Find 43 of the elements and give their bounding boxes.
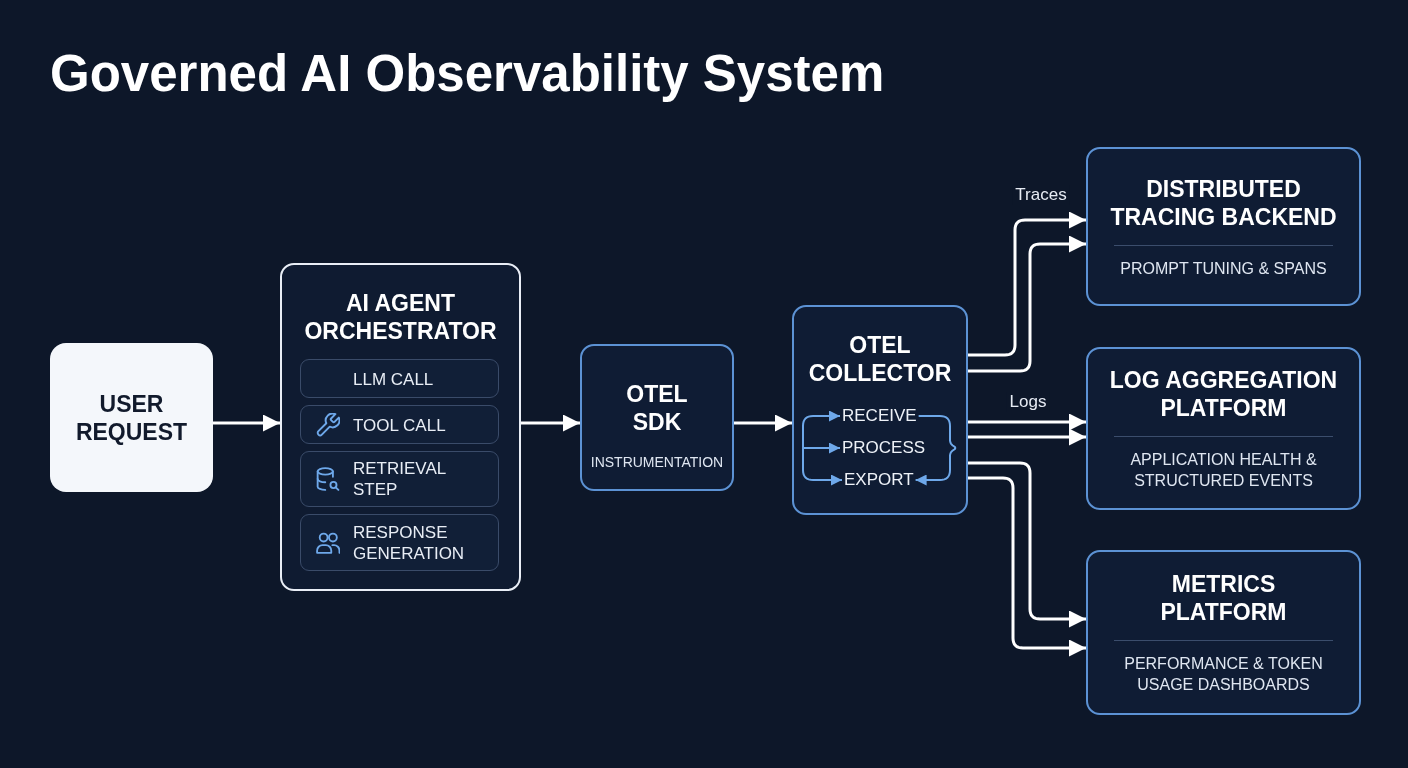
arrow <box>968 235 1086 373</box>
arrow <box>213 414 280 432</box>
service-card <box>1086 147 1361 306</box>
group-panel <box>792 305 968 515</box>
task-row <box>300 451 499 507</box>
request-card <box>50 343 213 492</box>
node-title: DISTRIBUTED TRACING BACKEND <box>1109 174 1338 231</box>
arrow <box>968 428 1086 446</box>
arrow <box>802 410 841 449</box>
task-label: TOOL CALL <box>353 414 446 435</box>
arrow <box>968 211 1086 357</box>
node-description: PROMPT TUNING & SPANS <box>1120 258 1327 279</box>
task-label: RETRIEVAL STEP <box>353 458 447 500</box>
node-title: OTEL SDK <box>625 380 689 436</box>
node-title: LOG AGGREGATION PLATFORM <box>1108 366 1339 422</box>
stage-label: PROCESS <box>840 437 928 459</box>
arrow <box>968 413 1086 431</box>
arrow <box>521 414 580 432</box>
node-title: USER REQUEST <box>74 389 189 446</box>
task-label: LLM CALL <box>353 368 434 389</box>
arrow <box>734 414 792 432</box>
node-description: PERFORMANCE & TOKEN USAGE DASHBOARDS <box>1123 654 1324 695</box>
service-card <box>1086 347 1361 510</box>
node-description: APPLICATION HEALTH & STRUCTURED EVENTS <box>1129 450 1318 491</box>
task-row <box>300 514 499 571</box>
arrow <box>968 476 1086 657</box>
stage-label: EXPORT <box>842 469 916 491</box>
diagram-title: Governed AI Observability System <box>50 44 885 103</box>
service-card <box>1086 550 1361 715</box>
arrow <box>914 415 957 486</box>
stage-label: RECEIVE <box>840 405 919 427</box>
task-label: RESPONSE GENERATION <box>353 521 466 564</box>
service-card <box>580 344 734 491</box>
group-panel <box>280 263 521 591</box>
node-title: AI AGENT ORCHESTRATOR <box>303 289 498 345</box>
arrow <box>802 447 843 486</box>
arrow <box>802 442 841 454</box>
node-title: OTEL COLLECTOR <box>807 331 953 387</box>
arrow <box>968 461 1086 628</box>
node-description: INSTRUMENTATION <box>590 453 724 472</box>
task-row <box>300 359 499 398</box>
node-title: METRICS PLATFORM <box>1159 570 1288 626</box>
task-row <box>300 405 499 444</box>
